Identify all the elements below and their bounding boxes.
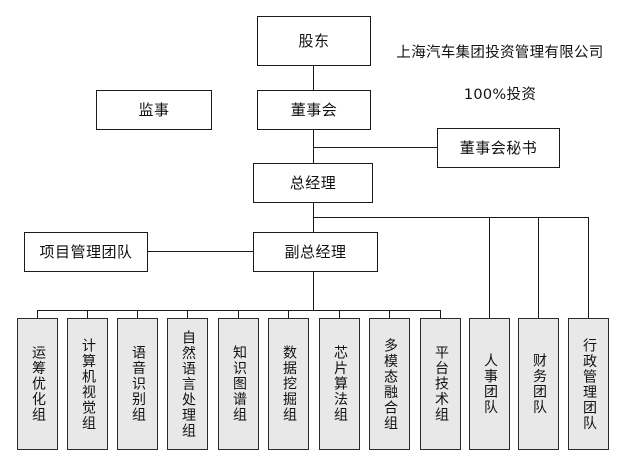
node-supervisor[interactable]: 监事 — [96, 90, 212, 130]
connector-drop-research-group-7 — [389, 310, 391, 318]
connector-deputy-to-groups-bus — [313, 272, 315, 311]
node-research-group-2[interactable]: 语音识别组 — [117, 318, 158, 450]
connector-drop-support-team-2 — [588, 217, 590, 318]
node-research-group-6[interactable]: 芯片算法组 — [319, 318, 360, 450]
annotation-line-1: 上海汽车集团投资管理有限公司 — [396, 45, 604, 62]
connector-drop-research-group-0 — [37, 310, 39, 318]
node-project-management-team[interactable]: 项目管理团队 — [24, 232, 148, 272]
node-research-group-3[interactable]: 自然语言处理组 — [167, 318, 208, 450]
connector-project-team-to-deputy — [148, 251, 253, 253]
connector-drop-research-group-3 — [187, 310, 189, 318]
node-support-team-2[interactable]: 行政管理团队 — [568, 318, 609, 450]
node-shareholder[interactable]: 股东 — [257, 16, 371, 66]
connector-bus-support-teams — [313, 217, 589, 219]
connector-drop-support-team-0 — [489, 217, 491, 318]
node-research-group-5[interactable]: 数据挖掘组 — [268, 318, 309, 450]
node-deputy-general-manager[interactable]: 副总经理 — [253, 232, 378, 272]
connector-drop-research-group-4 — [238, 310, 240, 318]
connector-drop-research-group-6 — [339, 310, 341, 318]
connector-board-to-general-manager — [313, 130, 315, 163]
connector-drop-research-group-1 — [87, 310, 89, 318]
connector-drop-research-group-2 — [137, 310, 139, 318]
node-research-group-1[interactable]: 计算机视觉组 — [67, 318, 108, 450]
node-board-of-directors[interactable]: 董事会 — [257, 90, 371, 130]
node-research-group-0[interactable]: 运筹优化组 — [17, 318, 58, 450]
annotation-line-2: 100%投资 — [463, 87, 537, 104]
node-research-group-4[interactable]: 知识图谱组 — [218, 318, 259, 450]
investment-annotation: 上海汽车集团投资管理有限公司 100%投资 — [382, 22, 618, 127]
connector-board-to-secretary — [313, 147, 437, 149]
connector-shareholder-to-board — [313, 66, 315, 90]
node-support-team-1[interactable]: 财务团队 — [518, 318, 559, 450]
node-research-group-8[interactable]: 平台技术组 — [420, 318, 461, 450]
node-support-team-0[interactable]: 人事团队 — [469, 318, 510, 450]
connector-drop-research-group-8 — [440, 310, 442, 318]
connector-drop-support-team-1 — [538, 217, 540, 318]
node-general-manager[interactable]: 总经理 — [253, 163, 373, 203]
node-research-group-7[interactable]: 多模态融合组 — [369, 318, 410, 450]
connector-drop-research-group-5 — [288, 310, 290, 318]
node-board-secretary[interactable]: 董事会秘书 — [437, 128, 560, 168]
